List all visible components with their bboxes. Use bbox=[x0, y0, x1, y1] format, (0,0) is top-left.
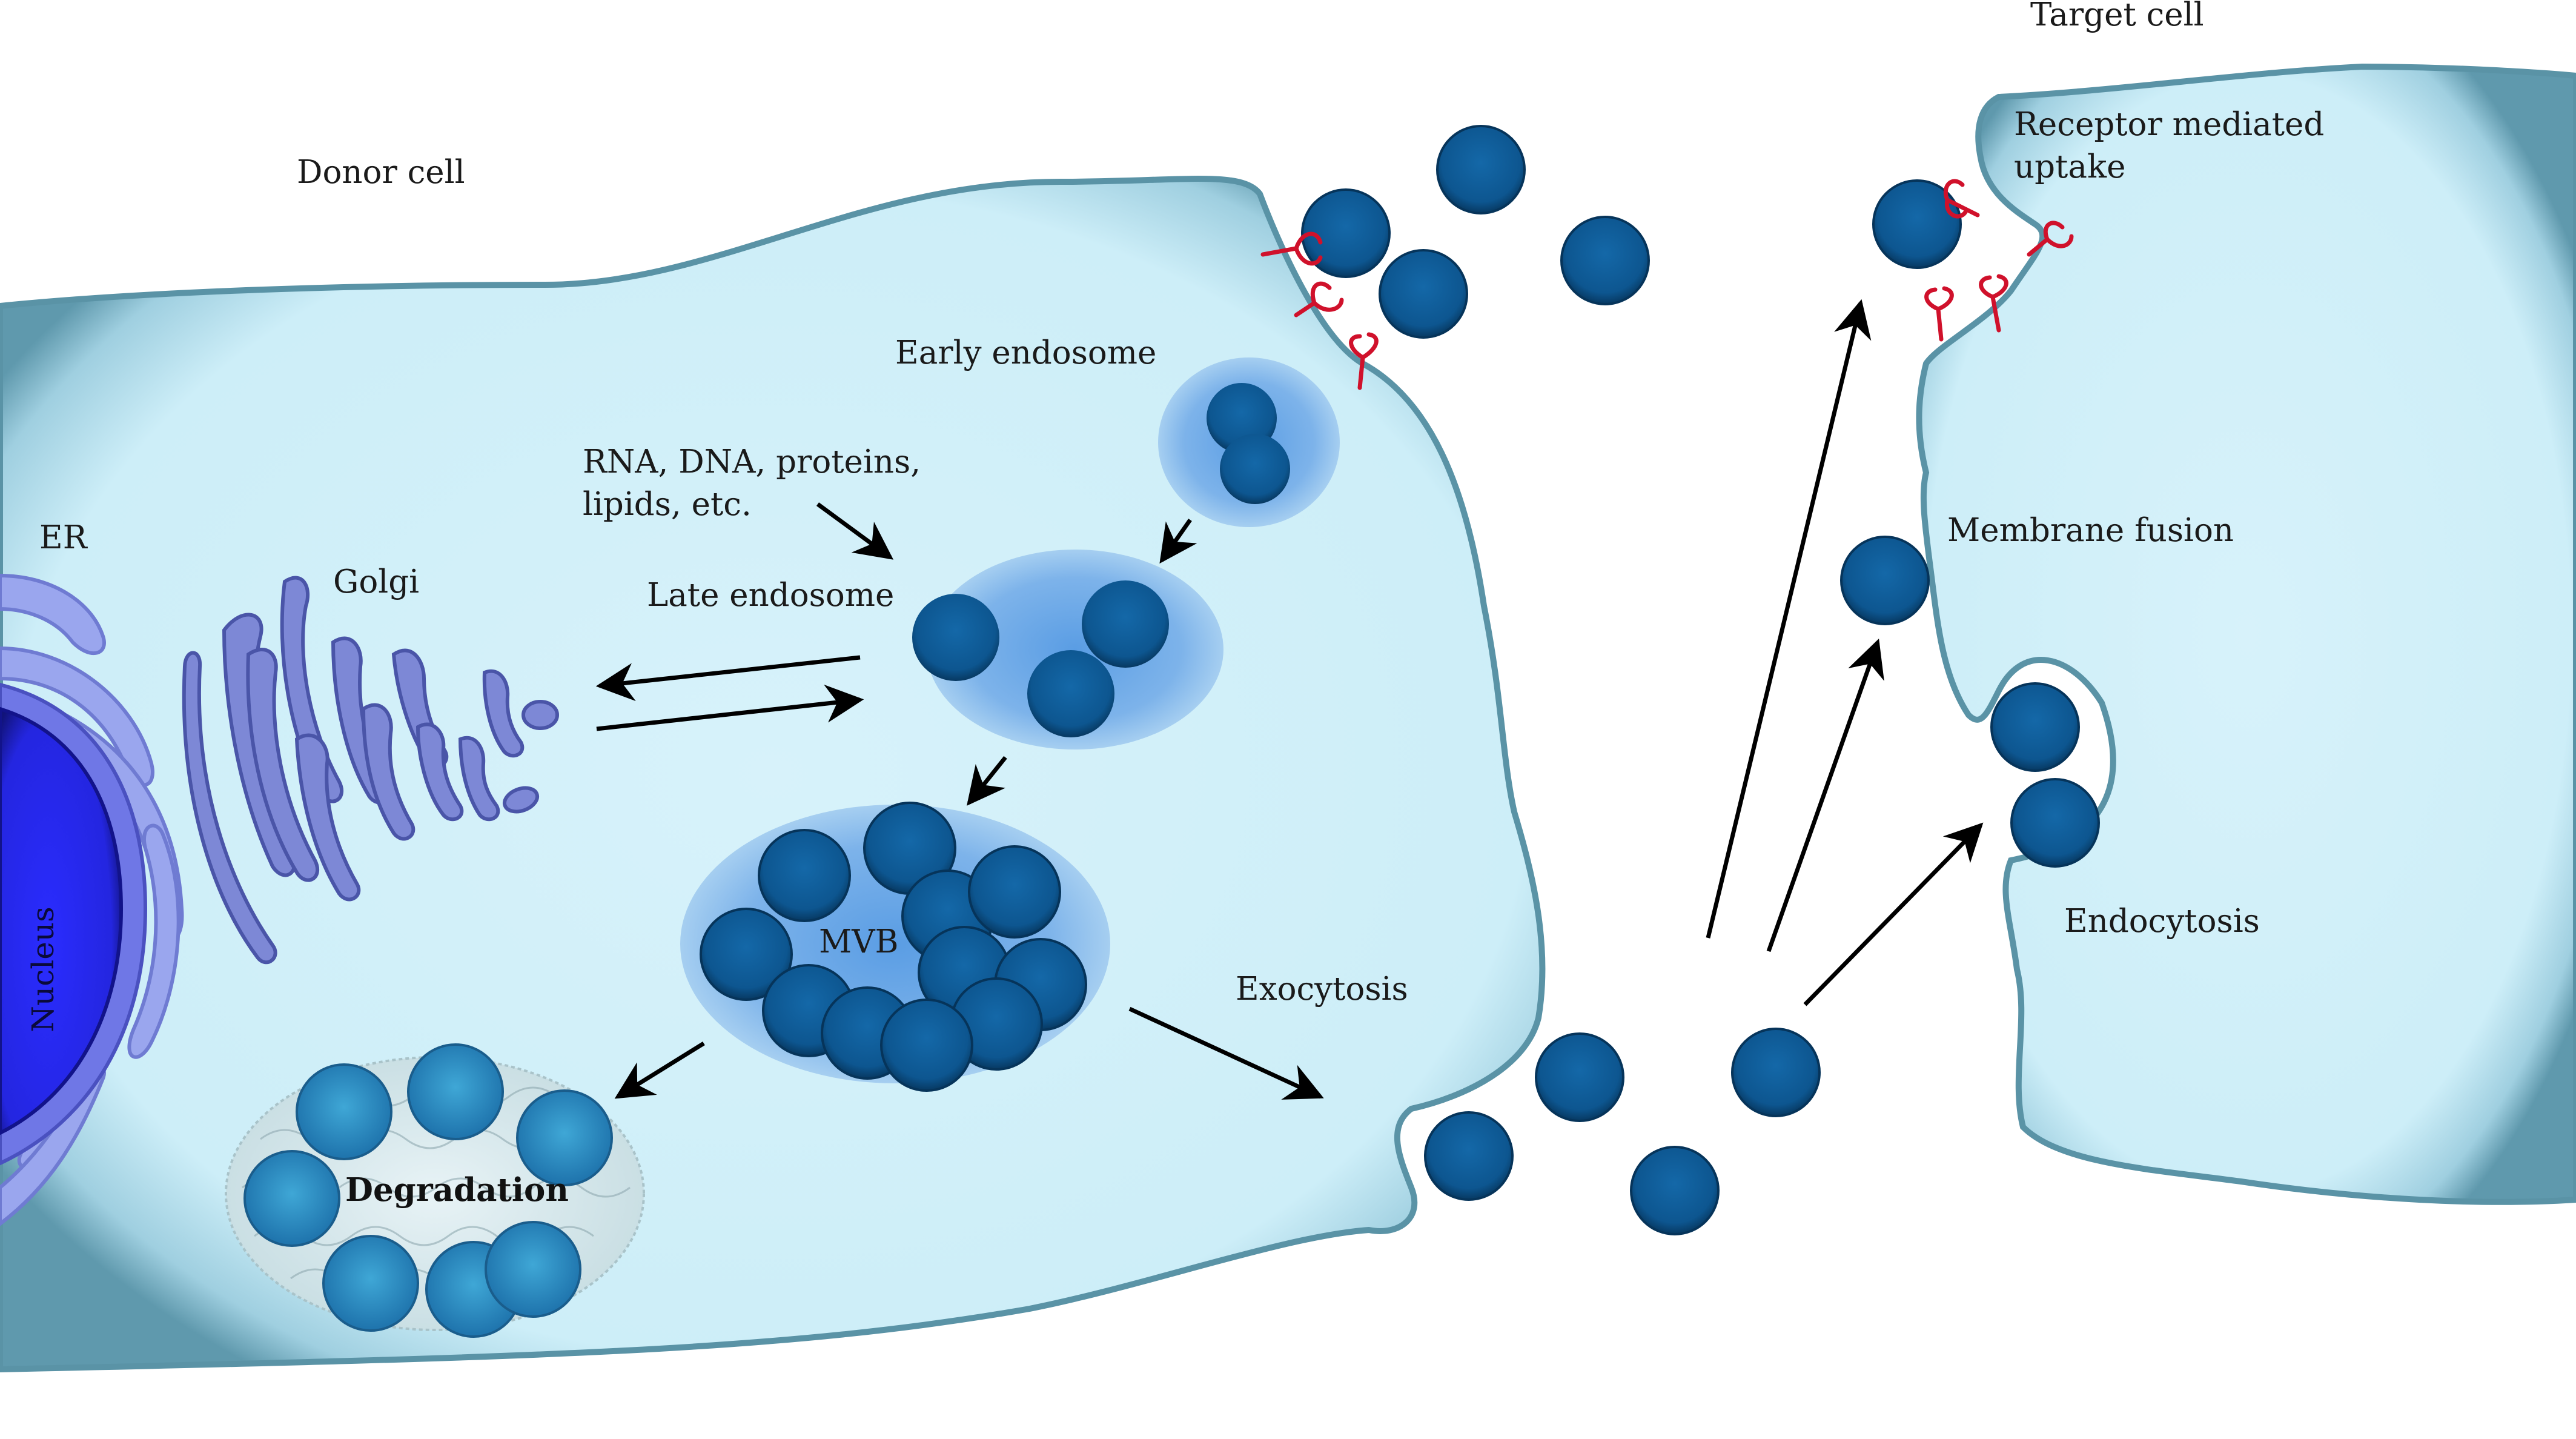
vesicle bbox=[1220, 434, 1290, 504]
arrow-endocytosis bbox=[1803, 822, 1984, 1006]
vesicle bbox=[1027, 650, 1114, 737]
exosome bbox=[1630, 1146, 1720, 1235]
arrow-late-endosome-to-golgi bbox=[595, 655, 861, 702]
exosome bbox=[1424, 1111, 1514, 1201]
mvb: MVB bbox=[680, 802, 1110, 1092]
exosome bbox=[1872, 179, 1962, 269]
exosome bbox=[1840, 536, 1930, 625]
golgi-label: Golgi bbox=[333, 563, 419, 600]
degraded-vesicle bbox=[516, 1089, 613, 1186]
target-cell bbox=[1916, 63, 2576, 1205]
late-endosome bbox=[912, 550, 1223, 749]
cargo-label-line2: lipids, etc. bbox=[583, 486, 752, 523]
degraded-vesicle bbox=[407, 1043, 504, 1140]
exosome bbox=[1990, 682, 2080, 772]
exosome bbox=[1560, 216, 1650, 305]
vesicle bbox=[700, 908, 793, 1001]
er-label: ER bbox=[39, 519, 88, 556]
degradation-lysosome: Degradation bbox=[225, 1043, 645, 1338]
donor-cell-label: Donor cell bbox=[297, 154, 465, 191]
exosome bbox=[2010, 778, 2100, 868]
exosome bbox=[1436, 125, 1526, 214]
arrow-early-to-late-endosome bbox=[1159, 518, 1197, 564]
receptor-uptake-label-line1: Receptor mediated bbox=[2014, 106, 2324, 143]
endocytosis-label: Endocytosis bbox=[2064, 903, 2260, 940]
exosome bbox=[1731, 1028, 1821, 1117]
degraded-vesicle bbox=[243, 1150, 340, 1247]
exosome bbox=[1379, 249, 1468, 339]
receptor-uptake-label-line2: uptake bbox=[2014, 148, 2125, 185]
extracellular-vesicles bbox=[1301, 125, 2100, 1235]
degradation-label: Degradation bbox=[345, 1171, 569, 1209]
vesicle bbox=[912, 594, 999, 681]
early-endosome bbox=[1158, 357, 1340, 527]
vesicle bbox=[968, 845, 1061, 939]
golgi-apparatus bbox=[182, 576, 559, 965]
cargo-label-line1: RNA, DNA, proteins, bbox=[583, 444, 921, 480]
nucleus-label: Nucleus bbox=[25, 906, 61, 1032]
arrow-mvb-to-degradation bbox=[614, 1042, 705, 1099]
late-endosome-label: Late endosome bbox=[647, 577, 894, 614]
exosome bbox=[1301, 188, 1391, 278]
early-endosome-label: Early endosome bbox=[895, 334, 1156, 371]
degraded-vesicle bbox=[296, 1063, 392, 1160]
arrow-cargo-to-late-endosome bbox=[816, 502, 894, 560]
exocytosis-label: Exocytosis bbox=[1236, 971, 1408, 1008]
degraded-vesicle bbox=[322, 1235, 419, 1332]
membrane-fusion-label: Membrane fusion bbox=[1947, 512, 2234, 549]
arrow-golgi-to-late-endosome bbox=[596, 684, 864, 731]
arrow-receptor-uptake bbox=[1706, 299, 1872, 939]
arrow-mvb-exocytosis bbox=[1128, 1006, 1324, 1100]
arrow-late-endosome-to-mvb bbox=[967, 756, 1007, 806]
vesicle bbox=[1082, 580, 1169, 668]
exosome bbox=[1535, 1032, 1624, 1122]
nucleus: Nucleus bbox=[0, 682, 148, 1166]
target-cell-label: Target cell bbox=[2030, 0, 2204, 33]
receptors bbox=[1260, 179, 2074, 390]
mvb-label: MVB bbox=[819, 923, 899, 960]
labels: Target cell Donor cell Receptor mediated… bbox=[39, 0, 2324, 1008]
degraded-vesicle bbox=[485, 1221, 581, 1318]
arrow-membrane-fusion bbox=[1766, 639, 1884, 952]
pathway-arrows bbox=[595, 299, 1984, 1100]
vesicle bbox=[758, 829, 851, 922]
vesicle bbox=[880, 999, 973, 1092]
